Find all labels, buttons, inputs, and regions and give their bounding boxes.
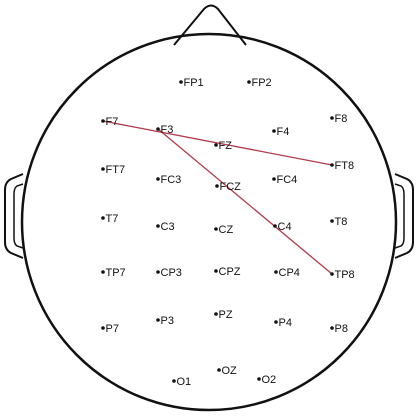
- electrode-p7: P7: [101, 323, 119, 335]
- electrode-dot: [101, 216, 105, 220]
- electrode-label: CP4: [279, 267, 300, 279]
- electrode-dot: [156, 270, 160, 274]
- electrode-dot: [330, 219, 334, 223]
- electrode-cp3: CP3: [156, 267, 182, 279]
- electrode-label: O2: [262, 374, 277, 386]
- electrode-dot: [330, 326, 334, 330]
- electrode-label: F4: [277, 126, 290, 138]
- electrode-dot: [179, 80, 183, 84]
- electrode-label: CPZ: [219, 266, 241, 278]
- electrode-label: FT8: [335, 160, 355, 172]
- electrode-dot: [272, 129, 276, 133]
- electrode-dot: [330, 116, 334, 120]
- electrode-t7: T7: [101, 213, 118, 225]
- connection-f3-tp8: [158, 129, 332, 274]
- electrode-o1: O1: [172, 376, 191, 388]
- electrode-label: FT7: [106, 164, 126, 176]
- nose: [174, 6, 246, 46]
- electrode-label: OZ: [222, 365, 238, 377]
- electrode-label: P3: [161, 315, 174, 327]
- electrode-label: CP3: [161, 267, 182, 279]
- electrode-p4: P4: [274, 317, 292, 329]
- electrode-label: P8: [335, 323, 348, 335]
- electrode-label: FP1: [184, 77, 204, 89]
- electrode-dot: [217, 368, 221, 372]
- electrode-dot: [101, 270, 105, 274]
- electrode-dot: [101, 326, 105, 330]
- electrode-dot: [215, 184, 219, 188]
- electrode-dot: [272, 177, 276, 181]
- electrode-label: PZ: [219, 309, 233, 321]
- electrode-tp7: TP7: [101, 267, 125, 279]
- electrode-dot: [156, 224, 160, 228]
- electrode-label: F8: [335, 113, 348, 125]
- electrode-dot: [274, 270, 278, 274]
- connections: [103, 121, 332, 274]
- electrode-tp8: TP8: [330, 269, 354, 281]
- electrode-pz: PZ: [214, 309, 233, 321]
- electrode-fc4: FC4: [272, 174, 297, 186]
- electrode-cz: CZ: [214, 224, 233, 236]
- electrode-label: FC4: [277, 174, 298, 186]
- electrode-cp4: CP4: [274, 267, 300, 279]
- electrode-dot: [214, 227, 218, 231]
- electrode-dot: [247, 80, 251, 84]
- electrode-label: F7: [106, 116, 119, 128]
- connection-f7-ft8: [103, 121, 332, 165]
- electrode-dot: [101, 167, 105, 171]
- electrode-dot: [156, 318, 160, 322]
- electrode-p3: P3: [156, 315, 174, 327]
- electrode-p8: P8: [330, 323, 348, 335]
- electrode-fc3: FC3: [156, 174, 181, 186]
- electrode-label: O1: [177, 376, 192, 388]
- electrode-label: FZ: [219, 140, 233, 152]
- electrode-cpz: CPZ: [214, 266, 241, 278]
- electrode-dot: [330, 272, 334, 276]
- electrode-dot: [101, 119, 105, 123]
- electrode-dot: [214, 312, 218, 316]
- electrode-t8: T8: [330, 216, 347, 228]
- electrode-f4: F4: [272, 126, 289, 138]
- electrode-c3: C3: [156, 221, 174, 233]
- electrode-oz: OZ: [217, 365, 237, 377]
- electrode-dot: [257, 377, 261, 381]
- electrode-dot: [156, 177, 160, 181]
- electrode-dot: [214, 143, 218, 147]
- electrode-label: P7: [106, 323, 119, 335]
- head-outline: [5, 6, 413, 411]
- electrode-fcz: FCZ: [215, 181, 241, 193]
- electrode-label: FCZ: [220, 181, 242, 193]
- electrode-label: FC3: [161, 174, 182, 186]
- electrode-label: TP8: [335, 269, 355, 281]
- electrode-ft7: FT7: [101, 164, 125, 176]
- electrode-fz: FZ: [214, 140, 232, 152]
- electrode-ft8: FT8: [330, 160, 354, 172]
- electrode-dot: [330, 163, 334, 167]
- electrode-fp1: FP1: [179, 77, 203, 89]
- electrode-fp2: FP2: [247, 77, 271, 89]
- electrode-f8: F8: [330, 113, 347, 125]
- electrode-f7: F7: [101, 116, 118, 128]
- electrode-dot: [214, 269, 218, 273]
- electrode-f3: F3: [156, 124, 173, 136]
- electrode-label: P4: [279, 317, 292, 329]
- electrode-label: C3: [161, 221, 175, 233]
- electrode-label: C4: [278, 221, 292, 233]
- electrode-dot: [172, 379, 176, 383]
- electrode-label: T7: [106, 213, 119, 225]
- electrode-label: CZ: [219, 224, 234, 236]
- electrode-label: FP2: [252, 77, 272, 89]
- electrode-label: TP7: [106, 267, 126, 279]
- electrode-o2: O2: [257, 374, 276, 386]
- electrode-c4: C4: [273, 221, 291, 233]
- electrode-label: T8: [335, 216, 348, 228]
- electrode-dot: [273, 224, 277, 228]
- electrode-dot: [156, 127, 160, 131]
- electrode-label: F3: [161, 124, 174, 136]
- electrode-dot: [274, 320, 278, 324]
